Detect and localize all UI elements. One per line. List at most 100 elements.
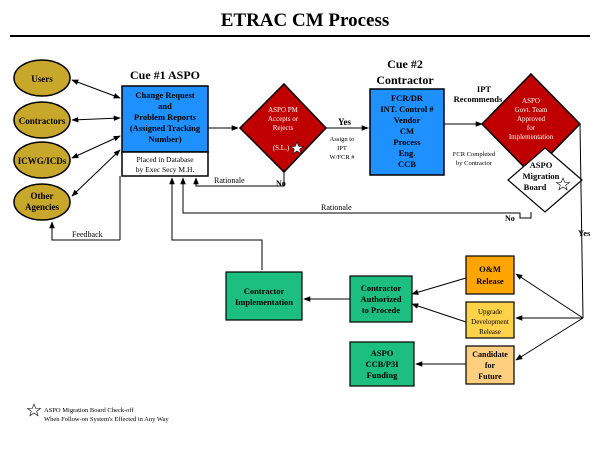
aspo-govt-yes-label: Yes [578,228,591,238]
yes-vertical-line [579,123,584,319]
svg-text:Upgrade: Upgrade [478,308,502,316]
arrow-om-authorized [411,277,467,295]
arrow-contractors-cue1 [71,115,121,123]
stakeholder-contractors: Contractors [13,101,71,139]
svg-text:by Exec Secy M.H.: by Exec Secy M.H. [136,165,195,174]
migration-board-decision: ASPO Migration Board [507,147,583,213]
svg-text:Implementation: Implementation [509,133,554,141]
svg-text:Release: Release [476,276,504,286]
star-icon [289,141,305,155]
page-title: ETRAC CM Process [221,10,390,31]
cue1-box: Change Request and Problem Reports (Assi… [121,85,209,153]
assign-label: Assign to [330,136,355,143]
svg-text:Number): Number) [148,134,181,144]
svg-text:Release: Release [479,328,501,336]
arrow-upgrade-authorized [411,303,467,323]
star-icon [555,177,571,191]
arrow-aspopm-no-rationale [193,172,285,187]
svg-text:Eng.: Eng. [399,148,416,158]
svg-text:Migration: Migration [523,171,560,181]
footnote-line1: ASPO Migration Board Check-off [44,407,134,414]
footnote-line2: When Follow-on System's Effected in Any … [44,416,169,423]
fcr-completed-label: FCR Completed [453,151,496,158]
assign-label: W/FCR # [329,154,355,161]
svg-text:(Assigned Tracking: (Assigned Tracking [130,123,201,133]
ipt-label: Recommends [454,94,503,104]
svg-text:Approved: Approved [517,115,545,123]
svg-text:Other: Other [31,191,54,201]
svg-text:Funding: Funding [367,370,398,380]
cue2-box: FCR/DR INT. Control # Vendor CM Process … [369,88,445,176]
arrow-aspogovt-no-rationale [180,177,532,219]
arrow-icwg-cue1 [71,135,121,159]
candidate-future-box: Candidate for Future [465,345,515,385]
svg-text:ASPO: ASPO [371,348,394,358]
svg-text:Authorized: Authorized [360,294,401,304]
contractor-implementation-box: Contractor Implementation [225,271,303,321]
svg-text:for: for [527,124,536,132]
svg-text:Contractor: Contractor [361,283,402,293]
arrow-users-cue1 [71,79,121,99]
aspo-pm-decision: ASPO PM Accepts or Rejects (S.L.) [238,82,328,174]
om-release-box: O&M Release [465,255,515,295]
svg-text:CM: CM [400,126,414,136]
aspo-govt-no-label: No [505,214,515,223]
assign-label: IPT [337,145,347,152]
aspo-pm-no-label: No [276,179,286,188]
star-icon [26,403,42,417]
stakeholder-users: Users [13,59,71,97]
fcr-completed-label: by Contractor [456,160,493,167]
aspo-pm-yes-label: Yes [338,117,351,127]
contractor-authorized-box: Contractor Authorized to Procede [349,275,413,323]
aspo-pm-rationale-label: Rationale [214,176,245,185]
svg-text:Placed in Database: Placed in Database [136,155,194,164]
svg-text:(S.L.): (S.L.) [273,144,290,152]
feedback-label: Feedback [72,230,103,239]
arrow-yes-om [515,273,584,319]
svg-text:INT. Control #: INT. Control # [380,104,434,114]
svg-text:CCB/P3I: CCB/P3I [365,359,399,369]
stakeholder-other-agencies: Other Agencies [13,183,71,221]
svg-text:Development: Development [471,318,509,326]
svg-text:Rejects: Rejects [273,124,294,132]
aspo-govt-decision: ASPO Govt. Team Approved for Implementat… [480,72,582,176]
svg-text:FCR/DR: FCR/DR [391,93,424,103]
svg-text:Contractors: Contractors [19,116,66,126]
stakeholder-icwg: ICWG/ICDs [13,141,71,179]
svg-text:Implementation: Implementation [235,297,293,307]
svg-text:ASPO: ASPO [522,97,540,105]
svg-text:Vendor: Vendor [394,115,421,125]
cue2-heading-line1: Cue #2 [387,57,423,71]
svg-text:Problem Reports: Problem Reports [134,112,197,122]
svg-text:ASPO PM: ASPO PM [268,106,299,114]
svg-text:Agencies: Agencies [25,202,59,212]
svg-text:for: for [485,361,496,370]
svg-text:ASPO: ASPO [530,160,553,170]
svg-text:Future: Future [478,372,502,381]
cue2-heading-line2: Contractor [376,73,434,87]
svg-text:Candidate: Candidate [472,350,508,359]
svg-text:Accepts or: Accepts or [268,115,299,123]
arrow-other-cue1 [71,149,121,197]
svg-text:and: and [158,101,172,111]
svg-text:O&M: O&M [479,264,501,274]
svg-text:Users: Users [31,74,53,84]
arrow-yes-candidate [515,317,584,361]
cue1-database-box: Placed in Database by Exec Secy M.H. [121,151,209,177]
svg-text:Change Request: Change Request [135,90,194,100]
aspo-funding-box: ASPO CCB/P3I Funding [349,341,415,387]
svg-text:CCB: CCB [398,159,416,169]
svg-text:Govt. Team: Govt. Team [515,106,548,114]
cue1-heading: Cue #1 ASPO [130,68,200,82]
svg-text:Board: Board [524,182,547,192]
arrow-implementation-cue1 [169,177,263,270]
arrow-feedback [49,221,120,241]
ipt-label: IPT [477,84,492,94]
svg-text:ICWG/ICDs: ICWG/ICDs [18,156,67,166]
upgrade-release-box: Upgrade Development Release [465,301,515,339]
svg-text:Process: Process [393,137,421,147]
aspo-govt-rationale-label: Rationale [321,203,352,212]
svg-text:to Procede: to Procede [362,305,401,315]
svg-text:Contractor: Contractor [244,286,285,296]
